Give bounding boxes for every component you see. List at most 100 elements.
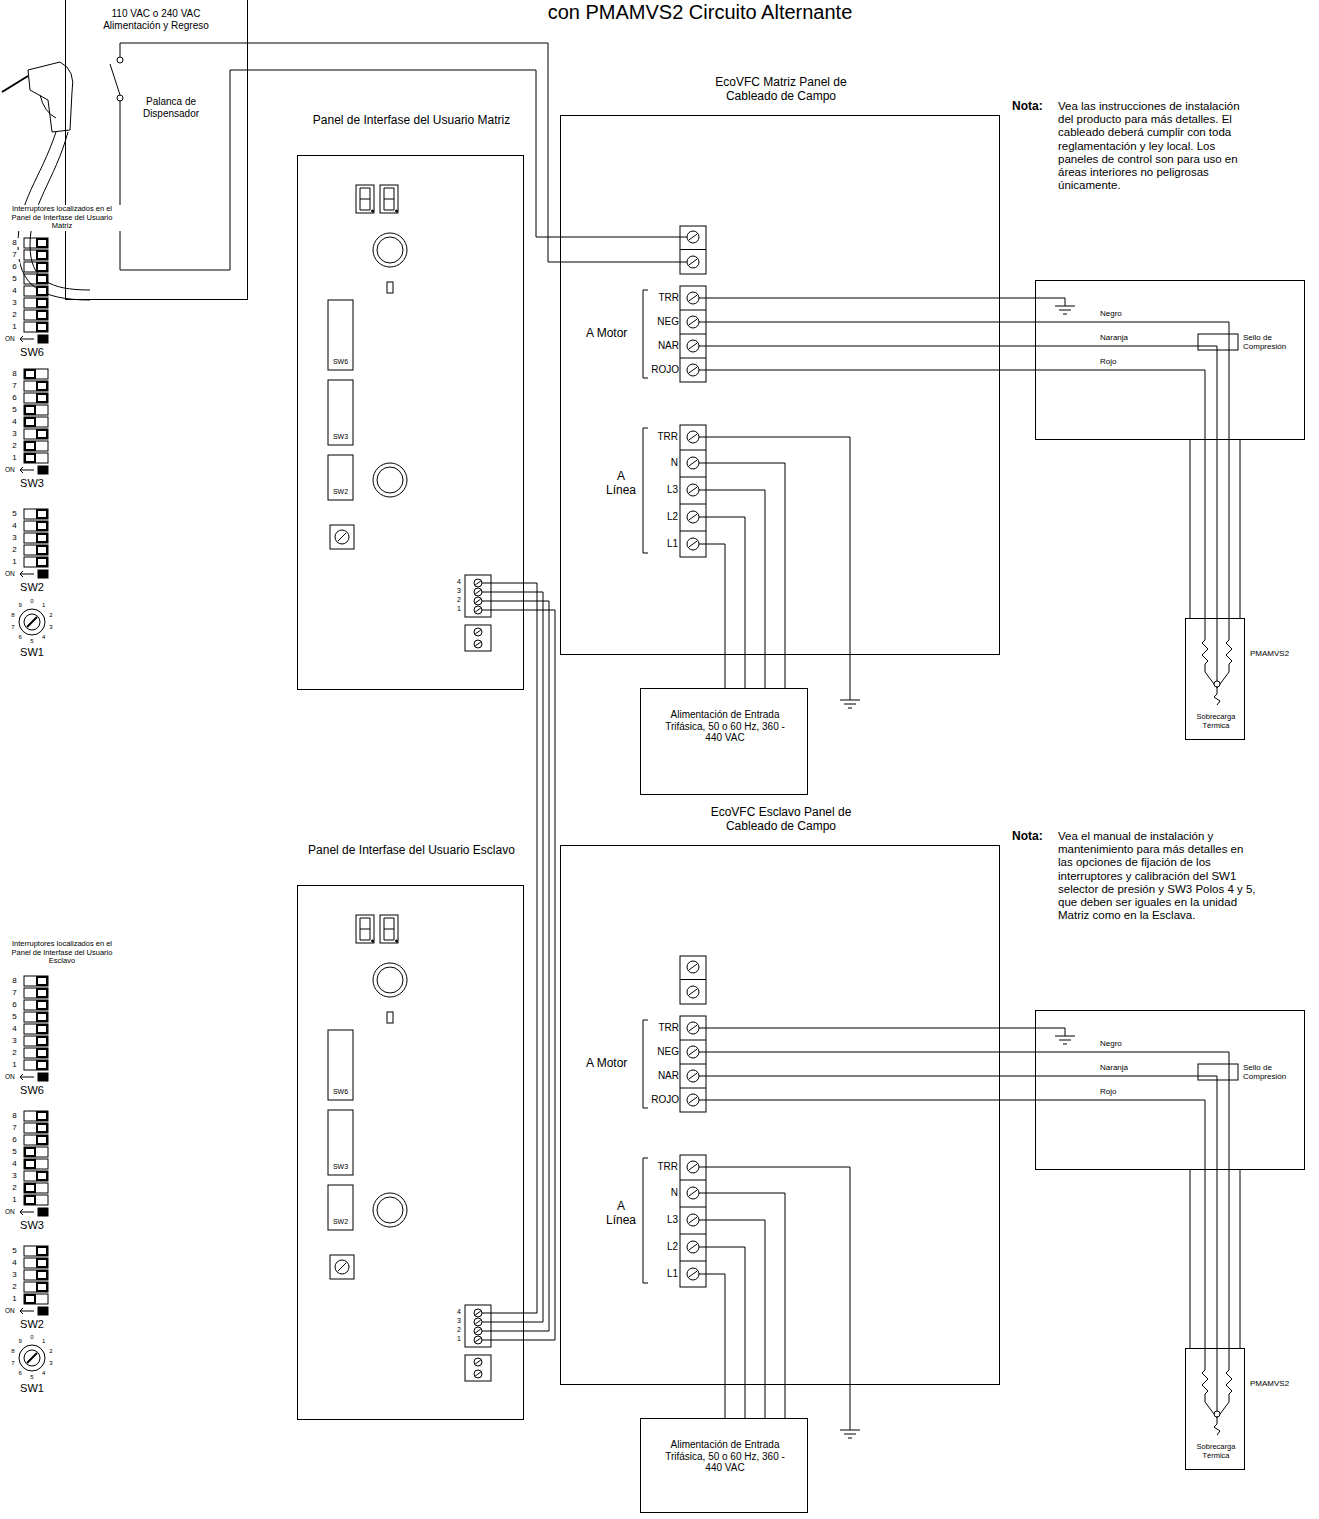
dial-number: 2 [48,612,54,619]
wire-connector [1205,440,1206,618]
screw-slot [689,1073,697,1079]
terminal-screw [687,256,699,268]
dip-toggle [25,1148,35,1156]
rotary-slot [27,1353,37,1363]
ground-symbol [1055,1036,1075,1037]
node-text: Sello de Compresión [1243,1063,1301,1081]
dip-toggle [37,1025,47,1033]
switch-number: 7 [9,381,20,390]
terminal-screw [687,364,699,376]
switch-location-note: Interruptores localizados en el Panel de… [3,940,121,966]
wire-connector [248,43,560,262]
panel-heading: Panel de Interfase del Usuario Esclavo [308,844,515,858]
switch-number: 5 [9,405,20,414]
dip-switch [24,1024,48,1034]
node-text: Sobrecarga Térmica [1186,713,1246,730]
wire [482,1340,524,1341]
switch-number: 1 [9,322,20,331]
ground-symbol [1063,1044,1067,1045]
screw-slot [689,1190,697,1196]
dip-toggle [37,1001,47,1009]
terminal-group: A Motor [586,327,627,341]
screw-slot [475,630,481,634]
motor-winding [1202,618,1217,688]
wire [699,544,725,655]
wire [482,601,524,602]
interface-panel: Panel de Interfase del Usuario Esclavo [297,885,524,1420]
dip-toggle [37,287,47,295]
wire-color: Negro [1100,1039,1122,1048]
rotary-switch [19,609,45,635]
note-text: Vea el manual de instalación y mantenimi… [1058,830,1258,923]
panel-heading: EcoVFC Matriz Panel de Cableado de Campo [696,76,866,104]
on-label: ON [5,1307,15,1314]
terminal-screw [687,961,699,973]
dip-switch [24,988,48,998]
motor-winding [1214,1418,1220,1435]
switch-block [328,380,353,445]
dip-toggle [37,1061,47,1069]
field-wiring-panel: EcoVFC Matriz Panel de Cableado de Campo [560,115,1000,655]
dip-marker [38,1073,48,1081]
ground-symbol [848,1438,852,1439]
dip-toggle [37,534,47,542]
on-arrow [20,574,34,575]
dip-switch [24,322,48,332]
dip-toggle [37,394,47,402]
nozzle-trigger [40,95,56,118]
dip-toggle [37,1271,47,1279]
dip-toggle [37,382,47,390]
dip-switch [24,417,48,427]
wire [699,1220,765,1385]
dip-marker [38,1307,48,1315]
terminal-group: A Línea [604,1200,638,1228]
switch-number: 1 [9,453,20,462]
wire-connector [1000,346,1035,347]
knob [377,967,403,993]
node-text: Sobrecarga Térmica [1186,1443,1246,1460]
dip-toggle [37,989,47,997]
dial-number: 1 [41,1338,47,1345]
terminal-name: L3 [650,484,678,496]
ground-symbol [848,708,852,709]
wire [699,298,1000,299]
dip-switch [24,509,48,519]
wire-connector [248,70,560,237]
led [387,282,393,293]
wire [699,490,765,655]
dip-switch [24,976,48,986]
pin-number: 1 [455,605,463,613]
bracket [643,1020,648,1108]
wire [699,1028,1000,1029]
terminal-screw [474,1370,482,1378]
dial-number: 4 [41,1370,47,1377]
screw-slot [689,487,697,493]
dip-switch [24,274,48,284]
ground-symbol [1059,1040,1071,1041]
note-heading: Nota: [1012,830,1043,844]
dip-toggle [25,418,35,426]
dip-switch [24,1258,48,1268]
switch-number: 1 [9,1294,20,1303]
panel-heading: Panel de Interfase del Usuario Matriz [308,114,515,128]
wire-color: Naranja [1100,1063,1128,1072]
switch-name: SW6 [329,1088,352,1096]
dip-switch [24,405,48,415]
switch-number: 4 [9,1024,20,1033]
wire-connector [1000,1076,1035,1077]
screw-slot [689,343,697,349]
dial-number: 3 [48,624,54,631]
segment [384,199,394,200]
wire [482,1331,524,1332]
pin-number: 2 [455,1326,463,1334]
dip-toggle [37,311,47,319]
terminal-screw [474,640,482,648]
wire [699,517,745,655]
switch-number: 2 [9,1048,20,1057]
conduit [1240,440,1241,618]
dip-switch [24,250,48,260]
wire [1035,1076,1217,1170]
screw-slot [689,1217,697,1223]
terminal-separator [680,249,706,250]
rotary-slot [27,617,37,627]
